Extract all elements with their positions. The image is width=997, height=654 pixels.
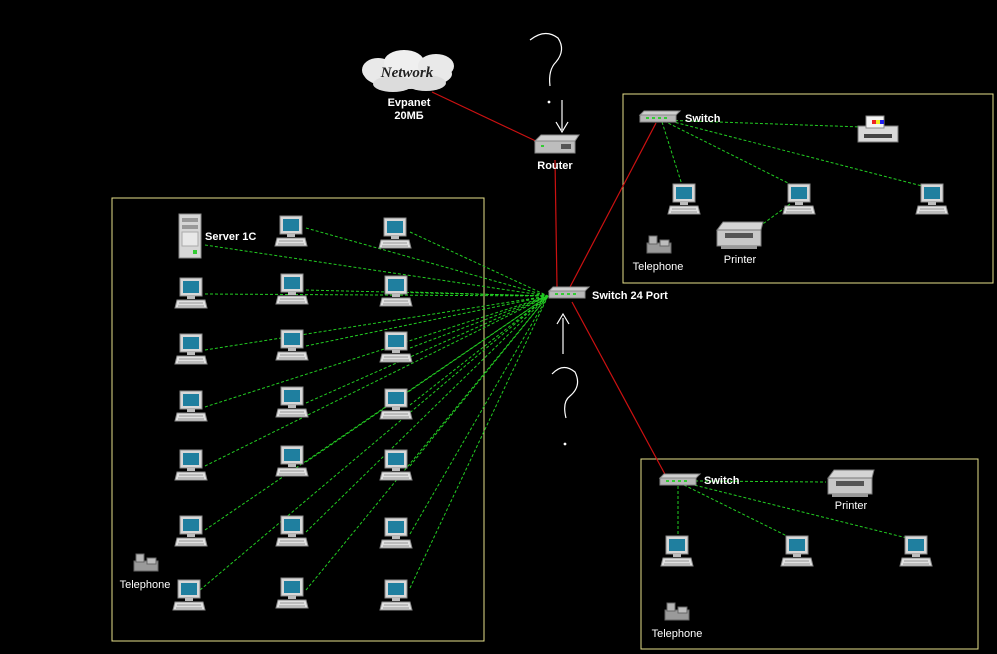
left-zone-frame <box>111 197 485 642</box>
link-router-core-switch <box>554 159 558 288</box>
pc-icon <box>899 535 933 567</box>
bottom-right-zone-links <box>677 480 916 541</box>
question-mark-bottom: ? <box>560 399 561 401</box>
pc-icon <box>275 515 309 547</box>
top-switch-label: Switch <box>685 113 721 125</box>
pc-icon <box>667 183 701 215</box>
pc-icon <box>379 331 413 363</box>
link-cloud-router <box>431 91 541 144</box>
backbone-links <box>431 91 668 479</box>
pc-icon <box>174 449 208 481</box>
bottom-switch-icon <box>659 473 701 486</box>
pc-icon <box>780 535 814 567</box>
isp-caption-line1: Evpanet <box>388 97 431 109</box>
router-icon <box>533 134 580 154</box>
server-label: Server 1C <box>205 231 256 243</box>
top-printer-label: Printer <box>724 254 757 266</box>
pc-icon <box>174 277 208 309</box>
link-core-top-switch <box>569 122 657 288</box>
isp-caption-line2: 20МБ <box>394 110 423 122</box>
router-label: Router <box>537 160 573 172</box>
question-arrow-top <box>529 32 569 134</box>
pc-icon <box>379 449 413 481</box>
pc-icon <box>379 388 413 420</box>
printer-icon <box>716 221 764 250</box>
telephone-icon <box>664 602 690 621</box>
telephone-icon <box>646 235 672 254</box>
pc-icon <box>275 445 309 477</box>
cloud-label: Network <box>380 65 434 81</box>
pc-icon <box>379 517 413 549</box>
pc-icon <box>172 579 206 611</box>
pc-icon <box>275 329 309 361</box>
core-switch-icon <box>548 286 590 299</box>
top-right-zone-frame <box>622 93 994 284</box>
bottom-right-zone-frame <box>640 458 979 650</box>
bottom-switch-label: Switch <box>704 475 740 487</box>
printer-icon <box>827 469 875 498</box>
pc-icon <box>660 535 694 567</box>
pc-icon <box>915 183 949 215</box>
left-zone-links <box>199 227 549 591</box>
top-telephone-label: Telephone <box>633 261 684 273</box>
left-telephone-label: Telephone <box>120 579 171 591</box>
pc-icon <box>174 515 208 547</box>
pc-icon <box>379 579 413 611</box>
pc-icon <box>379 275 413 307</box>
question-mark-top: ? <box>540 69 541 71</box>
pc-icon <box>174 390 208 422</box>
pc-icon <box>782 183 816 215</box>
pc-icon <box>274 215 308 247</box>
question-arrow-bottom <box>551 312 579 446</box>
pc-icon <box>378 217 412 249</box>
bottom-printer-label: Printer <box>835 500 868 512</box>
pc-icon <box>275 386 309 418</box>
pc-icon <box>275 273 309 305</box>
top-switch-icon <box>639 110 681 123</box>
telephone-icon <box>133 553 159 572</box>
bottom-telephone-label: Telephone <box>652 628 703 640</box>
server-icon <box>178 213 202 259</box>
link-core-bottom-switch <box>571 301 668 479</box>
core-switch-label: Switch 24 Port <box>592 290 668 302</box>
pc-icon <box>275 577 309 609</box>
pc-icon <box>174 333 208 365</box>
color-printer-icon <box>857 115 899 143</box>
internet-cloud: Network <box>362 50 454 92</box>
